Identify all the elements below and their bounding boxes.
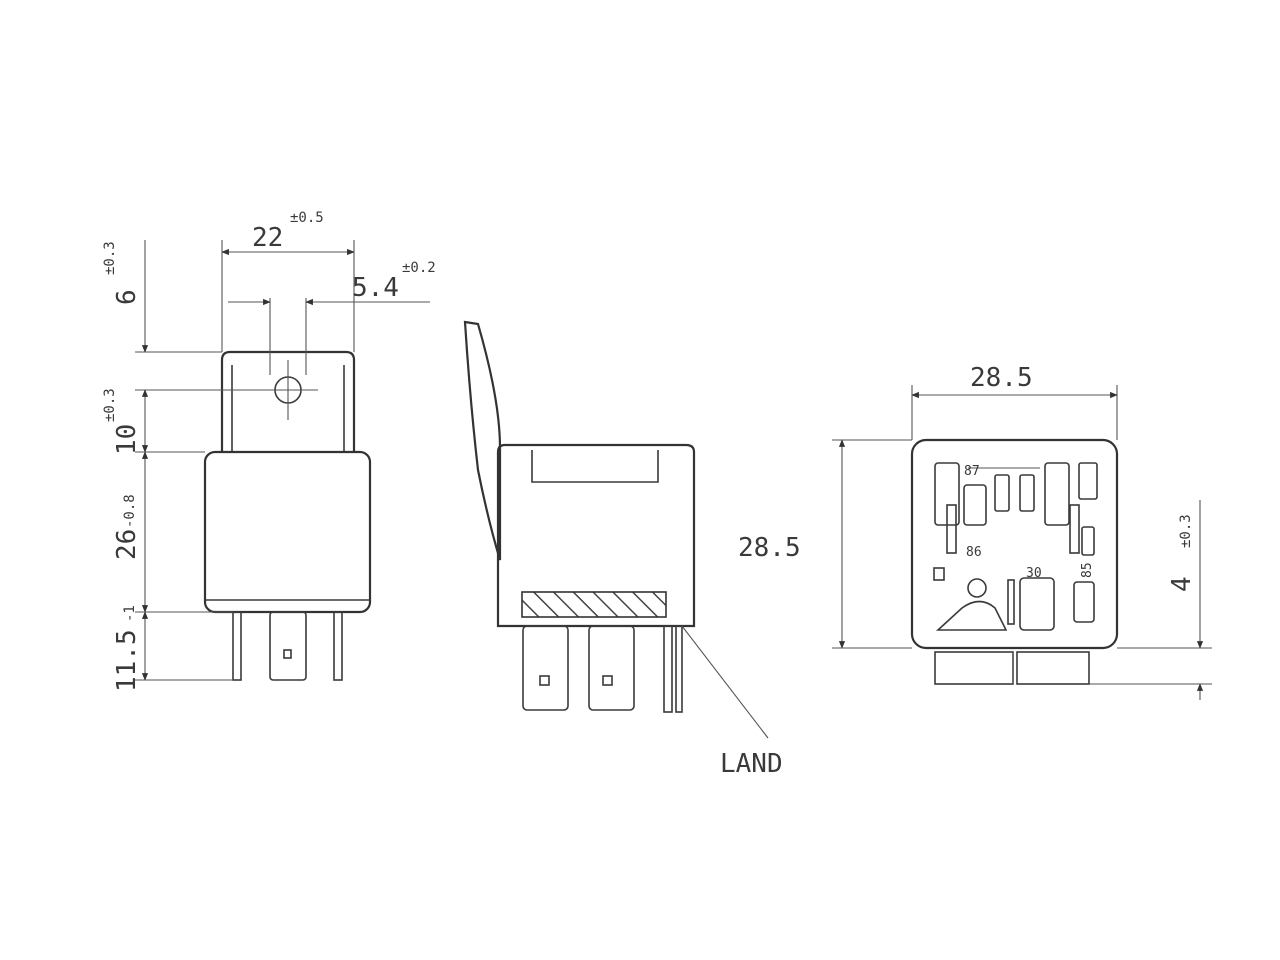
standoff-tol: ±0.3 — [1178, 514, 1194, 548]
width-dim-tol: ±0.5 — [290, 210, 324, 226]
hole-height-label: 10 — [112, 424, 142, 455]
bottom-view: 87 86 30 85 28.5 28.5 4 ±0.3 — [738, 363, 1212, 700]
side-pins — [232, 611, 343, 681]
land-label: LAND — [720, 749, 783, 779]
mounting-tab — [220, 350, 356, 452]
pin-30-label: 30 — [1026, 566, 1042, 581]
pin-length-tol: -1 — [122, 605, 138, 622]
bottom-housing — [910, 438, 1119, 650]
tab-offset-label: 5.4 — [352, 273, 399, 303]
pin-length-label: 11.5 — [112, 629, 142, 692]
side-view: 22 ±0.5 5.4 ±0.2 6 ±0.3 10 ±0.3 26 -0.8 … — [102, 210, 436, 692]
front-housing — [496, 443, 696, 628]
body-height-label: 26 — [112, 529, 142, 560]
top-tab-tol: ±0.3 — [102, 241, 118, 275]
body-height-tol: -0.8 — [122, 494, 138, 528]
standoff-label: 4 — [1167, 576, 1197, 592]
bottom-height-label: 28.5 — [738, 533, 801, 563]
top-tab-label: 6 — [112, 289, 142, 305]
bottom-pin-stubs — [934, 651, 1090, 685]
land-strip — [521, 591, 667, 618]
relay-housing — [203, 450, 372, 614]
pin-87-label: 87 — [964, 464, 980, 479]
front-view: LAND — [463, 320, 783, 779]
hole-height-tol: ±0.3 — [102, 388, 118, 422]
tab-offset-tol: ±0.2 — [402, 260, 436, 276]
bottom-width-label: 28.5 — [970, 363, 1033, 393]
pin-86-label: 86 — [966, 545, 982, 560]
pin-85-label: 85 — [1080, 562, 1095, 578]
width-dim-label: 22 — [252, 223, 283, 253]
folded-tab — [463, 320, 502, 561]
front-pins — [522, 625, 683, 713]
terminal-layout — [933, 462, 1098, 631]
